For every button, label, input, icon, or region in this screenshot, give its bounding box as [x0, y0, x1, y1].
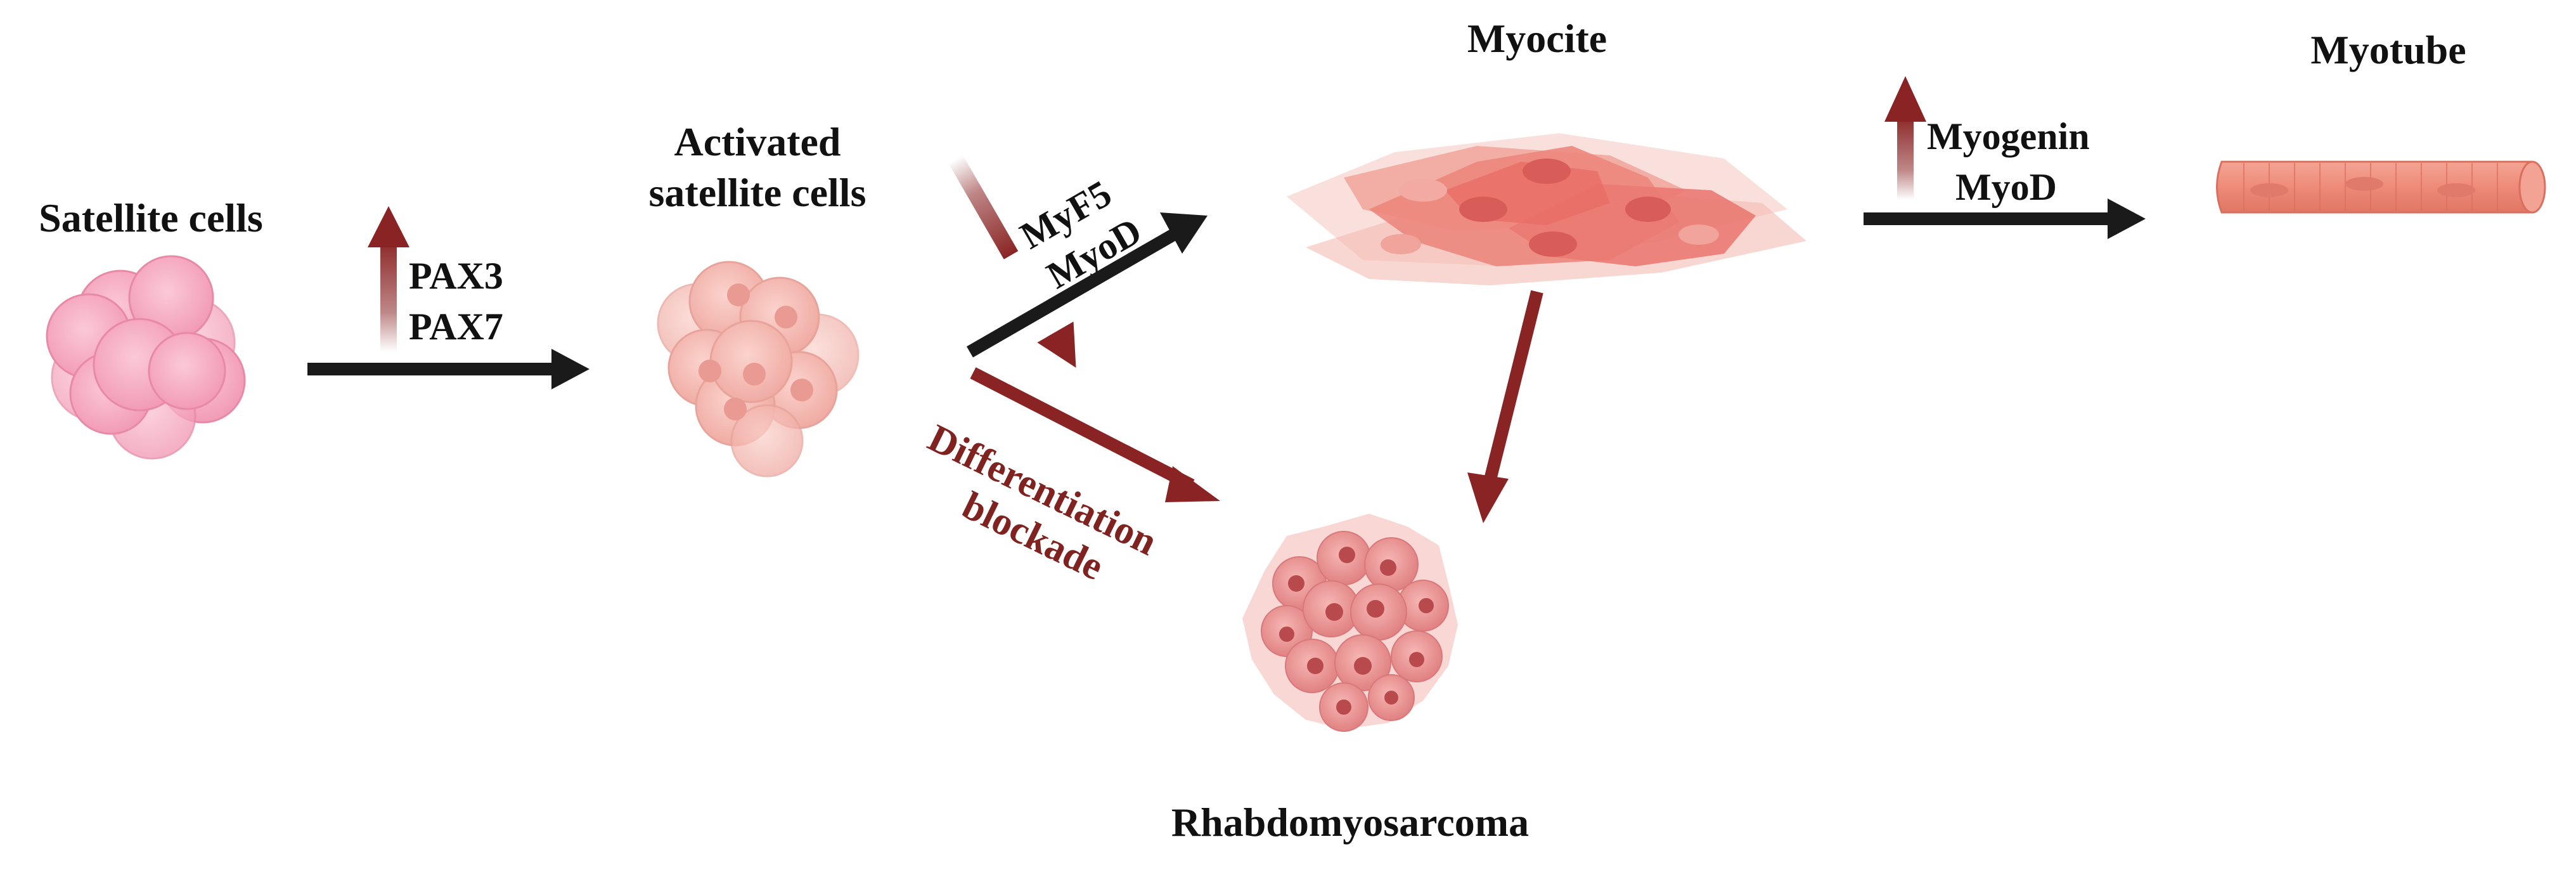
upregulation-arrow-icon	[948, 155, 1076, 368]
myocyte-icon	[1287, 133, 1806, 285]
myocite-label: Myocite	[1467, 16, 1607, 61]
upregulation-arrow-icon	[368, 206, 409, 352]
marker-pax3: PAX3	[409, 255, 503, 297]
activated-cells-icon	[657, 261, 860, 478]
satellite-cells-icon	[46, 255, 246, 460]
marker-myod-2: MyoD	[1955, 166, 2057, 208]
activated-cells-label-line2: satellite cells	[649, 170, 866, 215]
arrow-blockade	[970, 367, 1220, 502]
arrow-myocite-to-rhabdomyosarcoma	[1467, 290, 1543, 523]
arrow-myocite-to-myotube	[1864, 198, 2146, 239]
myotube-label: Myotube	[2310, 27, 2466, 72]
upregulation-arrow-icon	[1884, 76, 1926, 200]
marker-pax7: PAX7	[409, 306, 503, 348]
arrow-satellite-to-activated	[307, 349, 589, 389]
myotube-icon	[2216, 160, 2546, 214]
arrow-activated-to-myocite	[967, 212, 1208, 358]
satellite-cells-label: Satellite cells	[39, 195, 263, 240]
rhabdomyosarcoma-label: Rhabdomyosarcoma	[1171, 800, 1529, 845]
marker-myogenin: Myogenin	[1927, 115, 2090, 157]
activated-cells-label-line1: Activated	[674, 119, 840, 164]
tumor-icon	[1242, 514, 1458, 732]
